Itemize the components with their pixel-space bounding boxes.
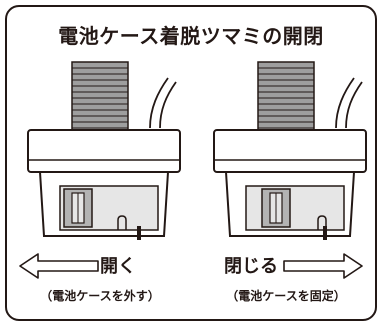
cable-left (149, 77, 177, 129)
latch-pin-left (137, 226, 141, 240)
strap-left (71, 61, 129, 137)
open-label: 開く (100, 256, 136, 277)
battery-case-closed-illustration (213, 61, 367, 240)
slide-knob-open (59, 185, 159, 231)
close-label: 閉じる (224, 256, 278, 277)
cable-right (335, 77, 363, 129)
arrow-right-icon (283, 253, 363, 279)
arrow-left-icon (19, 253, 99, 279)
open-caption: （電池ケースを外す） (40, 289, 160, 303)
strap-right (257, 61, 315, 137)
diagram-title: 電池ケース着脱ツマミの開閉 (58, 24, 324, 48)
battery-case-open-illustration (27, 61, 181, 240)
slide-knob-closed (245, 185, 345, 231)
latch-pin-right (323, 226, 327, 240)
close-caption: （電池ケースを固定） (226, 289, 346, 303)
